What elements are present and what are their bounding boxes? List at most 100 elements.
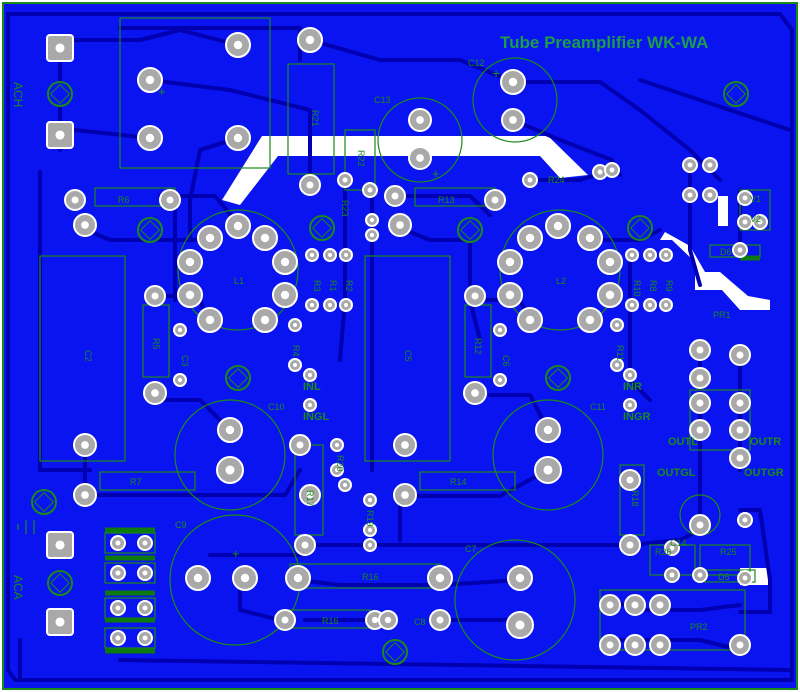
drill-hole: [292, 322, 298, 328]
drill-hole: [471, 292, 479, 300]
drill-hole: [240, 573, 250, 583]
label-outr: OUTR: [750, 436, 781, 448]
drill-hole: [696, 426, 704, 434]
drill-hole: [115, 635, 121, 641]
drill-hole: [293, 573, 303, 583]
drill-hole: [585, 233, 595, 243]
drill-hole: [416, 116, 424, 124]
drill-hole: [142, 570, 148, 576]
drill-hole: [177, 377, 183, 383]
drill-hole: [142, 540, 148, 546]
drill-hole: [497, 327, 503, 333]
drill-hole: [687, 162, 693, 168]
drill-hole: [327, 302, 333, 308]
drill-hole: [55, 540, 65, 550]
drill-hole: [81, 221, 89, 229]
label-c9: C9: [175, 520, 187, 530]
drill-hole: [139, 219, 161, 241]
drill-hole: [115, 605, 121, 611]
silkscreen: [39, 17, 771, 661]
drill-hole: [367, 527, 373, 533]
drill-hole: [471, 389, 479, 397]
drill-hole: [71, 196, 79, 204]
drill-hole: [737, 247, 743, 253]
label-ingl: INGL: [303, 411, 330, 423]
drill-hole: [327, 252, 333, 258]
drill-hole: [115, 570, 121, 576]
label-c14: C14: [670, 538, 687, 548]
label-c13: C13: [374, 95, 391, 105]
drill-hole: [260, 315, 270, 325]
drill-hole: [33, 491, 55, 513]
drill-hole: [736, 426, 744, 434]
drill-hole: [696, 374, 704, 382]
label-r18: R18: [630, 490, 640, 507]
label-c5: C5: [403, 350, 413, 362]
drill-hole: [233, 40, 243, 50]
label-r16b: R16: [322, 616, 339, 626]
drill-hole: [416, 154, 424, 162]
drill-hole: [614, 322, 620, 328]
drill-hole: [177, 327, 183, 333]
drill-hole: [696, 399, 704, 407]
label-r7: R7: [130, 477, 142, 487]
drill-hole: [401, 491, 409, 499]
drill-hole: [280, 290, 290, 300]
drill-hole: [605, 290, 615, 300]
label-c3: C3: [180, 355, 190, 367]
drill-hole: [151, 292, 159, 300]
drill-hole: [281, 616, 289, 624]
drill-hole: [626, 476, 634, 484]
drill-hole: [547, 367, 569, 389]
drill-hole: [614, 362, 620, 368]
drill-hole: [142, 635, 148, 641]
drill-hole: [343, 302, 349, 308]
drill-hole: [606, 641, 614, 649]
label-d6: D6: [720, 247, 732, 257]
drill-hole: [553, 221, 563, 231]
label-r17: R17: [305, 490, 315, 507]
drill-hole: [742, 575, 748, 581]
drill-hole: [151, 389, 159, 397]
drill-hole: [736, 641, 744, 649]
drill-hole: [391, 192, 399, 200]
label-r6: R6: [118, 195, 130, 205]
drill-hole: [597, 169, 603, 175]
drill-hole: [371, 616, 379, 624]
pads: [31, 27, 768, 665]
label-r1: R1: [328, 280, 338, 292]
drill-hole: [205, 233, 215, 243]
ground-icon: [17, 520, 35, 534]
drill-hole: [627, 402, 633, 408]
drill-hole: [81, 441, 89, 449]
drill-hole: [384, 616, 392, 624]
drill-hole: [491, 196, 499, 204]
drill-hole: [343, 252, 349, 258]
label-outgl: OUTGL: [657, 467, 696, 479]
drill-hole: [296, 441, 304, 449]
label-c12: C12: [468, 58, 485, 68]
drill-hole: [459, 219, 481, 241]
drill-hole: [629, 252, 635, 258]
drill-hole: [401, 441, 409, 449]
label-c6: C6: [501, 355, 511, 367]
label-r12: R12: [473, 338, 483, 355]
label-r4: R4: [291, 345, 301, 357]
label-l2: L2: [556, 276, 566, 286]
drill-hole: [663, 302, 669, 308]
label-r24: R24: [548, 175, 565, 185]
drill-hole: [292, 362, 298, 368]
drill-hole: [396, 221, 404, 229]
drill-hole: [647, 302, 653, 308]
drill-hole: [497, 377, 503, 383]
drill-hole: [742, 517, 748, 523]
drill-hole: [49, 83, 71, 105]
drill-hole: [142, 605, 148, 611]
label-r16a: R16: [362, 572, 379, 582]
drill-hole: [656, 641, 664, 649]
drill-hole: [627, 372, 633, 378]
label-ach: ACH: [11, 82, 25, 107]
drill-hole: [369, 217, 375, 223]
drill-hole: [305, 35, 315, 45]
drill-hole: [505, 257, 515, 267]
